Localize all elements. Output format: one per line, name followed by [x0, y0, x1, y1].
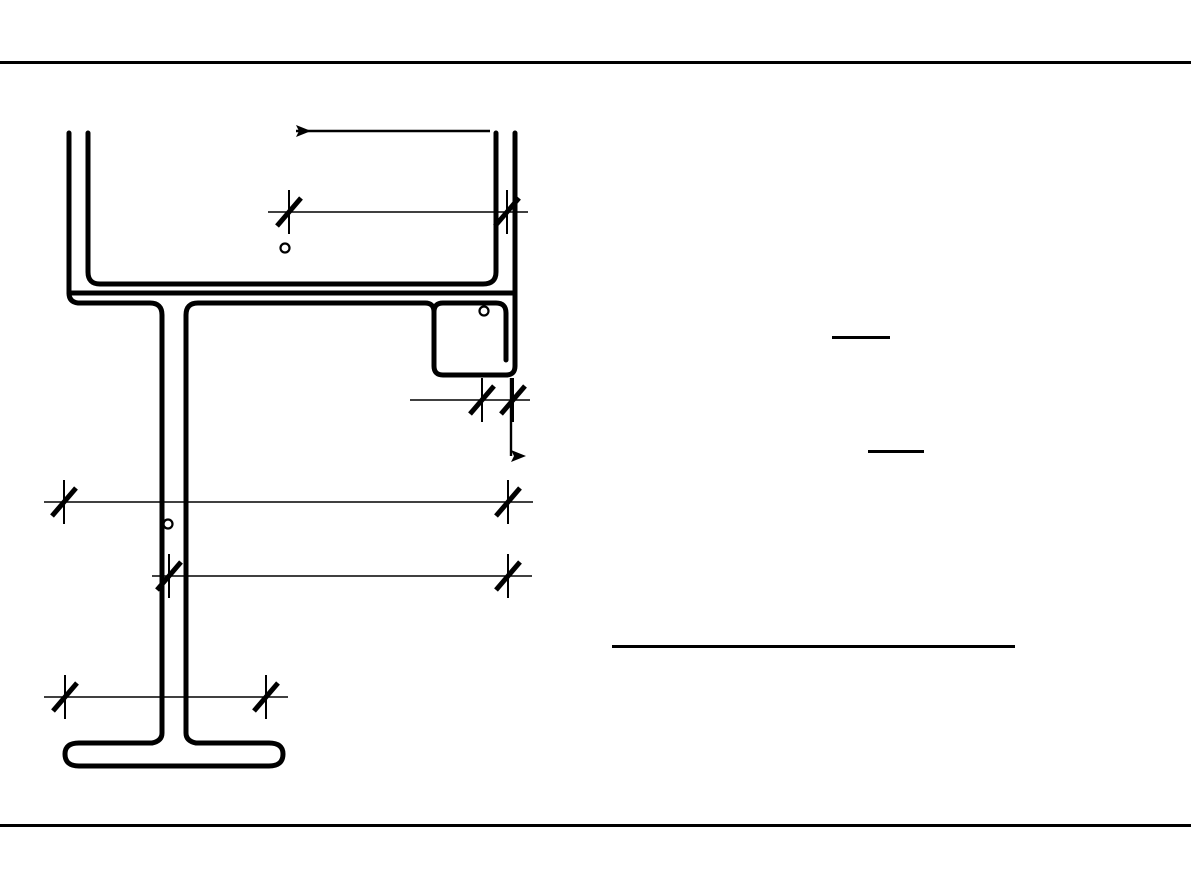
dimension-top-flange-inner: [268, 190, 528, 234]
dimension-bottom-flange-width-tick-1-slash: [252, 681, 280, 713]
footer-rule: [0, 824, 1191, 827]
dimension-overall-width-upper-tick-1-slash: [494, 486, 522, 518]
dimension-web-to-edge: [152, 554, 532, 598]
bend-marker-top-flange: [279, 242, 291, 254]
profile-return-lip: [431, 300, 509, 363]
fraction-bar-lower: [868, 450, 924, 453]
dimension-overall-width-upper: [44, 480, 533, 524]
dimension-return-lip-thickness-tick-0-slash: [468, 384, 496, 416]
bend-marker-return-lip: [478, 305, 490, 317]
dimension-overall-width-upper-tick-0-slash: [50, 486, 78, 518]
profile-inner-contour: [85, 130, 499, 287]
dimension-top-flange-inner-tick-0-slash: [275, 196, 303, 228]
dimension-bottom-flange-width-tick-0-slash: [51, 681, 79, 713]
dimension-top-flange-inner-tick-1-slash: [493, 196, 521, 228]
dimension-return-lip-thickness-tick-1-slash: [499, 384, 527, 416]
dimension-bottom-flange-width: [44, 675, 288, 719]
separator-rule: [612, 645, 1015, 648]
fraction-bar-upper: [832, 336, 890, 339]
dimension-line-group: [44, 190, 533, 719]
profile-outline: [62, 130, 518, 769]
header-rule: [0, 61, 1191, 64]
profile-outer-contour: [62, 130, 518, 769]
dimension-web-to-edge-tick-1-slash: [494, 560, 522, 592]
bend-marker-group: [162, 242, 490, 530]
dimension-web-to-edge-tick-0-slash: [155, 560, 183, 592]
leader-arrow-group: [296, 125, 526, 462]
bend-marker-web: [162, 518, 174, 530]
